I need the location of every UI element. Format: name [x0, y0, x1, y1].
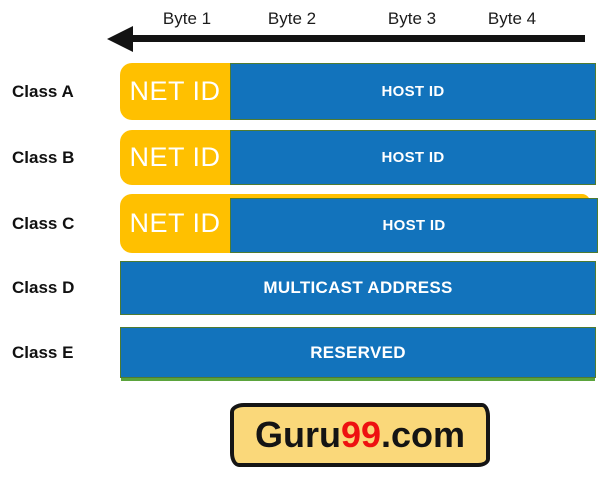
byte-1-label: Byte 1 [162, 9, 212, 28]
class-c-net-id-text: NET ID [129, 208, 221, 238]
class-a-net-id-box: NET ID [120, 63, 230, 120]
class-c-host-id-text: HOST ID [382, 217, 446, 234]
class-b-host-id-box: HOST ID [230, 130, 596, 185]
class-a-label: Class A [12, 81, 74, 101]
left-arrow-head-icon [107, 26, 133, 52]
class-c-host-id-box: HOST ID [230, 198, 598, 253]
class-d-label: Class D [12, 278, 75, 297]
class-c-label: Class C [12, 213, 75, 233]
byte-2-label: Byte 2 [267, 9, 317, 28]
class-d-multicast-box: MULTICAST ADDRESS [120, 261, 596, 315]
class-e-label: Class E [12, 342, 74, 362]
class-c-net-id-box: NET ID [120, 194, 230, 253]
guru99-logo-text-black-1: Guru [254, 414, 341, 455]
class-b-net-id-box: NET ID [120, 130, 230, 185]
class-c-row: Class C NET ID HOST ID [0, 194, 615, 253]
byte-3-label: Byte 3 [387, 9, 437, 28]
class-a-host-id-text: HOST ID [381, 83, 445, 100]
left-arrow-shaft [131, 35, 585, 42]
guru99-logo-text-red: 99 [340, 414, 381, 455]
class-b-net-id-text: NET ID [129, 142, 221, 172]
byte-4-label: Byte 4 [487, 9, 537, 28]
class-b-label: Class B [12, 147, 75, 167]
class-e-reserved-text: RESERVED [310, 342, 406, 362]
class-a-net-id-text: NET ID [129, 76, 221, 106]
guru99-logo-text-black-2: .com [381, 414, 466, 455]
class-e-row: Class E RESERVED [0, 327, 615, 378]
class-b-row: Class B NET ID HOST ID [0, 130, 615, 185]
class-d-row: Class D MULTICAST ADDRESS [0, 261, 615, 315]
class-b-host-id-text: HOST ID [381, 149, 445, 166]
class-a-host-id-box: HOST ID [230, 63, 596, 120]
class-d-multicast-text: MULTICAST ADDRESS [263, 278, 453, 297]
class-e-reserved-box: RESERVED [120, 327, 596, 378]
class-a-row: Class A NET ID HOST ID [0, 63, 615, 120]
